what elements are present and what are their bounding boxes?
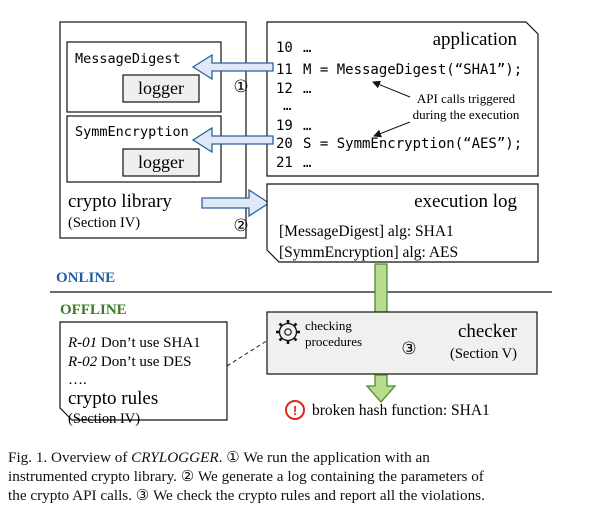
module-messagedigest: MessageDigest logger [66, 41, 222, 113]
checking-procedures-line1: checking [305, 318, 352, 333]
violation-message: broken hash function: SHA1 [312, 402, 490, 419]
code-line-num: … [283, 98, 291, 114]
rule-r01: R-01 Don’t use SHA1 [67, 335, 201, 351]
online-phase-label: ONLINE [56, 270, 115, 286]
code-line-text: … [303, 155, 311, 171]
code-line-num: 21 [276, 155, 293, 171]
log-entry: [MessageDigest] alg: SHA1 [279, 223, 454, 240]
alert-icon: ! [285, 400, 305, 420]
checking-procedures-line2: procedures [305, 334, 362, 349]
api-annotation-line2: during the execution [413, 107, 520, 122]
offline-phase-label: OFFLINE [60, 302, 127, 318]
crypto-library-title: crypto library [68, 191, 172, 212]
module-messagedigest-label: MessageDigest [75, 51, 181, 67]
module-symmencryption-label: SymmEncryption [75, 124, 189, 140]
annotation-pointer-2 [373, 121, 411, 138]
code-line-text: M = MessageDigest(“SHA1”); [303, 62, 522, 78]
execution-log-box: execution log [MessageDigest] alg: SHA1 … [266, 183, 539, 263]
code-line-text: S = SymmEncryption(“AES”); [303, 136, 522, 152]
logger-label-2: logger [138, 152, 184, 172]
checker-section: (Section V) [450, 346, 517, 362]
execution-log-title: execution log [414, 191, 517, 212]
module-symmencryption: SymmEncryption logger [66, 115, 222, 183]
crypto-library-section: (Section IV) [68, 215, 140, 231]
logger-box-1 [122, 74, 200, 103]
alert-icon-glyph: ! [293, 403, 297, 418]
api-annotation-line1: API calls triggered [417, 91, 516, 106]
rule-r02: R-02 Don’t use DES [67, 354, 191, 370]
checker-to-result-arrow [365, 374, 397, 403]
step1-arrows: ① [191, 53, 274, 154]
crypto-rules-title: crypto rules [68, 388, 158, 409]
code-line-num: 10 [276, 40, 293, 56]
rules-ellipsis: …. [68, 372, 87, 388]
log-write-arrow [201, 188, 271, 218]
logger-label-1: logger [138, 78, 184, 98]
crypto-rules-section: (Section IV) [68, 411, 140, 427]
checker-title: checker [458, 321, 518, 342]
gear-icon [276, 320, 300, 344]
application-box: application 10 … 11 M = MessageDigest(“S… [266, 21, 539, 177]
code-line-num: 20 [276, 136, 293, 152]
step-1-marker: ① [233, 77, 248, 96]
figure-caption: Fig. 1. Overview of CRYLOGGER. ① We run … [8, 449, 485, 504]
api-call-arrow-1 [191, 53, 274, 81]
code-line-num: 12 [276, 81, 293, 97]
code-line-text: … [303, 81, 311, 97]
code-line-text: … [303, 40, 311, 56]
code-listing: 10 … 11 M = MessageDigest(“SHA1”); 12 … … [276, 40, 522, 171]
code-line-num: 11 [276, 62, 293, 78]
step-2-marker: ② [233, 216, 248, 235]
crypto-library-box: MessageDigest logger SymmEncryption logg… [59, 21, 247, 239]
code-line-num: 19 [276, 118, 293, 134]
checker-box: checking procedures checker (Section V) … [266, 311, 538, 375]
annotation-pointer-1 [372, 80, 411, 98]
rules-to-procedures-link [226, 339, 269, 367]
api-call-arrow-2 [191, 126, 274, 154]
logger-box-2 [122, 148, 200, 177]
step-3-marker: ③ [401, 339, 416, 358]
crypto-rules-box: R-01 Don’t use SHA1 R-02 Don’t use DES …… [59, 321, 228, 427]
tool-name: CRYLOGGER [131, 449, 219, 466]
log-entry: [SymmEncryption] alg: AES [279, 244, 458, 261]
application-title: application [433, 29, 518, 50]
code-line-text: … [303, 118, 311, 134]
violation-report: ! broken hash function: SHA1 [285, 400, 490, 420]
